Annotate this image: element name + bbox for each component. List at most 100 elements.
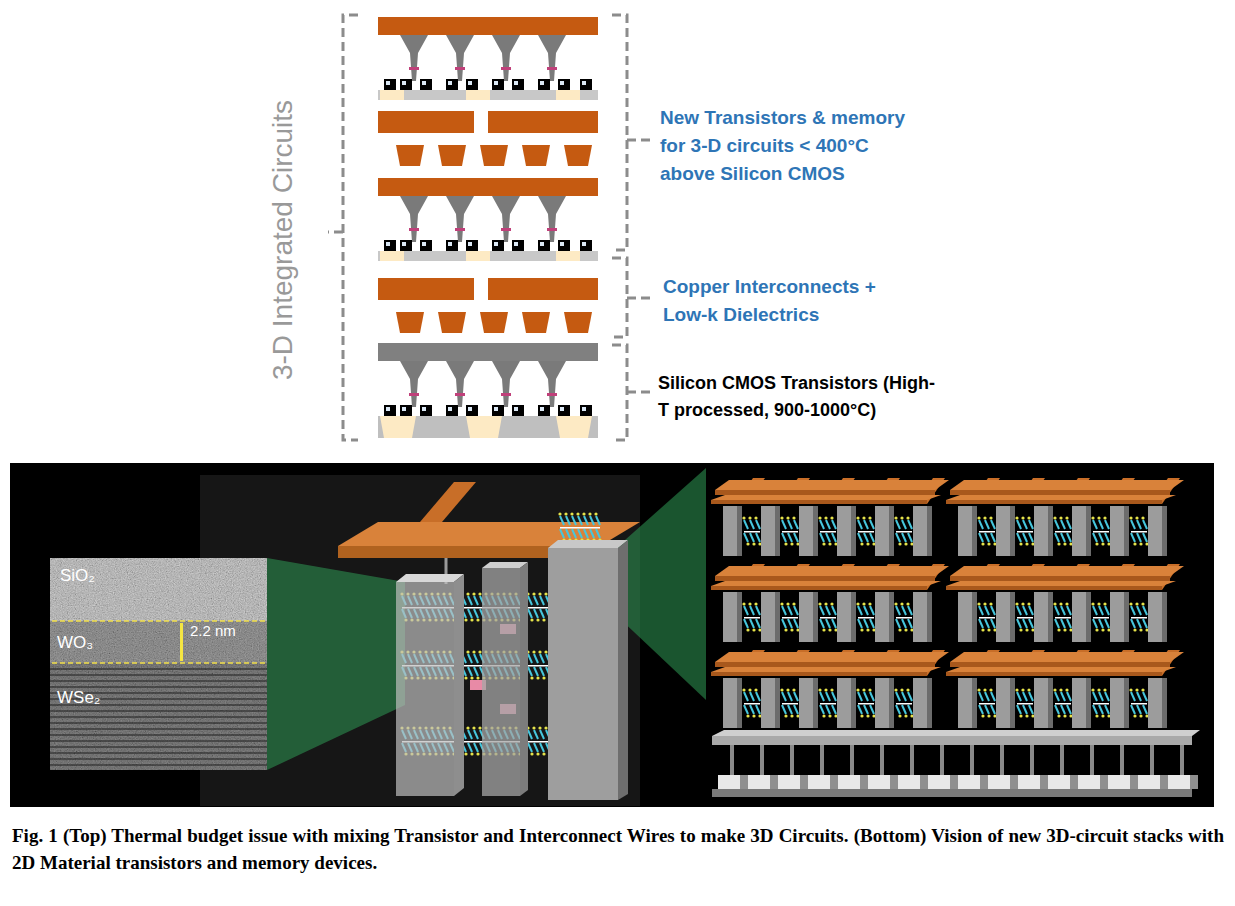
2d-material-layer bbox=[1017, 705, 1021, 714]
gate-highlight bbox=[422, 81, 426, 85]
electrode-pillar-side bbox=[851, 592, 856, 642]
atom bbox=[544, 726, 547, 729]
2d-material-layer bbox=[1023, 619, 1027, 628]
via-contact bbox=[400, 35, 428, 81]
electrode-pillar-side bbox=[1086, 506, 1091, 556]
atom bbox=[1025, 714, 1028, 717]
2d-material-layer bbox=[1055, 692, 1059, 701]
channel-line bbox=[896, 531, 912, 533]
transistor-gate bbox=[446, 240, 458, 251]
atom bbox=[466, 592, 469, 595]
2d-material-layer bbox=[1099, 606, 1103, 615]
2d-material-layer bbox=[991, 705, 995, 714]
2d-material-layer bbox=[1017, 533, 1021, 542]
2d-material-layer bbox=[858, 520, 862, 529]
electrode-pillar bbox=[1034, 592, 1048, 642]
electrode-pillar bbox=[1072, 506, 1086, 556]
layer-annotation: Silicon CMOS Transistors (High-T process… bbox=[658, 370, 938, 424]
electrode-pillar bbox=[996, 678, 1010, 728]
2d-material-layer bbox=[782, 606, 786, 615]
figure-caption: Fig. 1 (Top) Thermal budget issue with m… bbox=[12, 822, 1224, 876]
atom bbox=[828, 714, 831, 717]
2d-material-layer bbox=[820, 619, 824, 628]
atom bbox=[1097, 602, 1100, 605]
2d-material-layer bbox=[1067, 520, 1071, 529]
2d-material-layer bbox=[474, 730, 478, 739]
electrode-pillar-side bbox=[737, 592, 742, 642]
2d-material-layer bbox=[979, 606, 983, 615]
gate-highlight bbox=[540, 242, 544, 246]
atom bbox=[860, 714, 863, 717]
lattice-fringe bbox=[50, 764, 267, 766]
electrode-pillar-side bbox=[775, 506, 780, 556]
2d-material-layer bbox=[908, 533, 912, 542]
2d-material-layer bbox=[534, 743, 538, 752]
via-contact bbox=[1030, 745, 1034, 775]
atom bbox=[977, 688, 980, 691]
transistor-gate bbox=[580, 405, 592, 416]
atom bbox=[752, 714, 755, 717]
isolation-region bbox=[988, 775, 1010, 789]
electrode-pillar-side bbox=[813, 506, 818, 556]
isolation-region bbox=[898, 775, 920, 789]
atom bbox=[1091, 516, 1094, 519]
silicon-region bbox=[950, 775, 958, 789]
2d-material-layer bbox=[1061, 705, 1065, 714]
atom bbox=[1139, 714, 1142, 717]
2d-material-layer bbox=[1029, 619, 1033, 628]
2d-material-layer bbox=[744, 606, 748, 615]
bracket-line bbox=[612, 258, 627, 337]
tem-micrograph bbox=[50, 558, 267, 770]
2d-material-layer bbox=[820, 520, 824, 529]
2d-material-layer bbox=[782, 619, 786, 628]
2d-material-layer bbox=[991, 520, 995, 529]
electrode-pillar-side bbox=[813, 678, 818, 728]
2d-material-layer bbox=[870, 606, 874, 615]
channel-line bbox=[1017, 617, 1033, 619]
atom bbox=[894, 602, 897, 605]
copper-via bbox=[522, 312, 550, 333]
atom bbox=[824, 602, 827, 605]
2d-material-layer bbox=[826, 619, 830, 628]
atom bbox=[1053, 516, 1056, 519]
atom bbox=[478, 726, 481, 729]
transistor-gate bbox=[492, 405, 504, 416]
2d-material-layer bbox=[468, 609, 472, 618]
electrode-pillar-side bbox=[1010, 506, 1015, 556]
atom bbox=[868, 516, 871, 519]
silicon-region bbox=[770, 775, 778, 789]
lattice-fringe bbox=[50, 746, 267, 748]
contact-liner bbox=[455, 393, 465, 396]
channel-line bbox=[858, 703, 874, 705]
2d-material-layer bbox=[820, 533, 824, 542]
copper-line bbox=[378, 111, 474, 133]
electrode-pillar bbox=[761, 506, 775, 556]
2d-material-layer bbox=[596, 529, 600, 538]
copper-beam-top bbox=[950, 652, 1184, 662]
layer-annotation: Copper Interconnects + Low-k Dielectrics bbox=[663, 273, 903, 329]
panel-background bbox=[10, 463, 1214, 807]
transistor-gate bbox=[466, 79, 478, 90]
atom bbox=[1095, 714, 1098, 717]
copper-beam-front bbox=[946, 672, 1162, 676]
transistor-gate bbox=[420, 240, 432, 251]
via-contact bbox=[538, 35, 566, 81]
channel-line bbox=[820, 703, 836, 705]
bracket-line bbox=[627, 139, 652, 142]
2d-material-layer bbox=[1017, 619, 1021, 628]
silicon-substrate bbox=[378, 416, 598, 438]
atom bbox=[1101, 542, 1104, 545]
lattice-fringe bbox=[50, 758, 267, 760]
isolation-region bbox=[1168, 775, 1190, 789]
via-contact bbox=[446, 361, 474, 407]
copper-beam-front bbox=[946, 500, 1162, 504]
2d-material-layer bbox=[1093, 606, 1097, 615]
2d-material-layer bbox=[750, 705, 754, 714]
crystal-region bbox=[50, 663, 267, 770]
interface-line bbox=[52, 662, 265, 664]
electrode-pillar-side bbox=[1048, 506, 1053, 556]
atom bbox=[906, 602, 909, 605]
2d-material-layer bbox=[1143, 533, 1147, 542]
electrode-pillar bbox=[482, 568, 520, 796]
bracket-line bbox=[612, 15, 627, 250]
